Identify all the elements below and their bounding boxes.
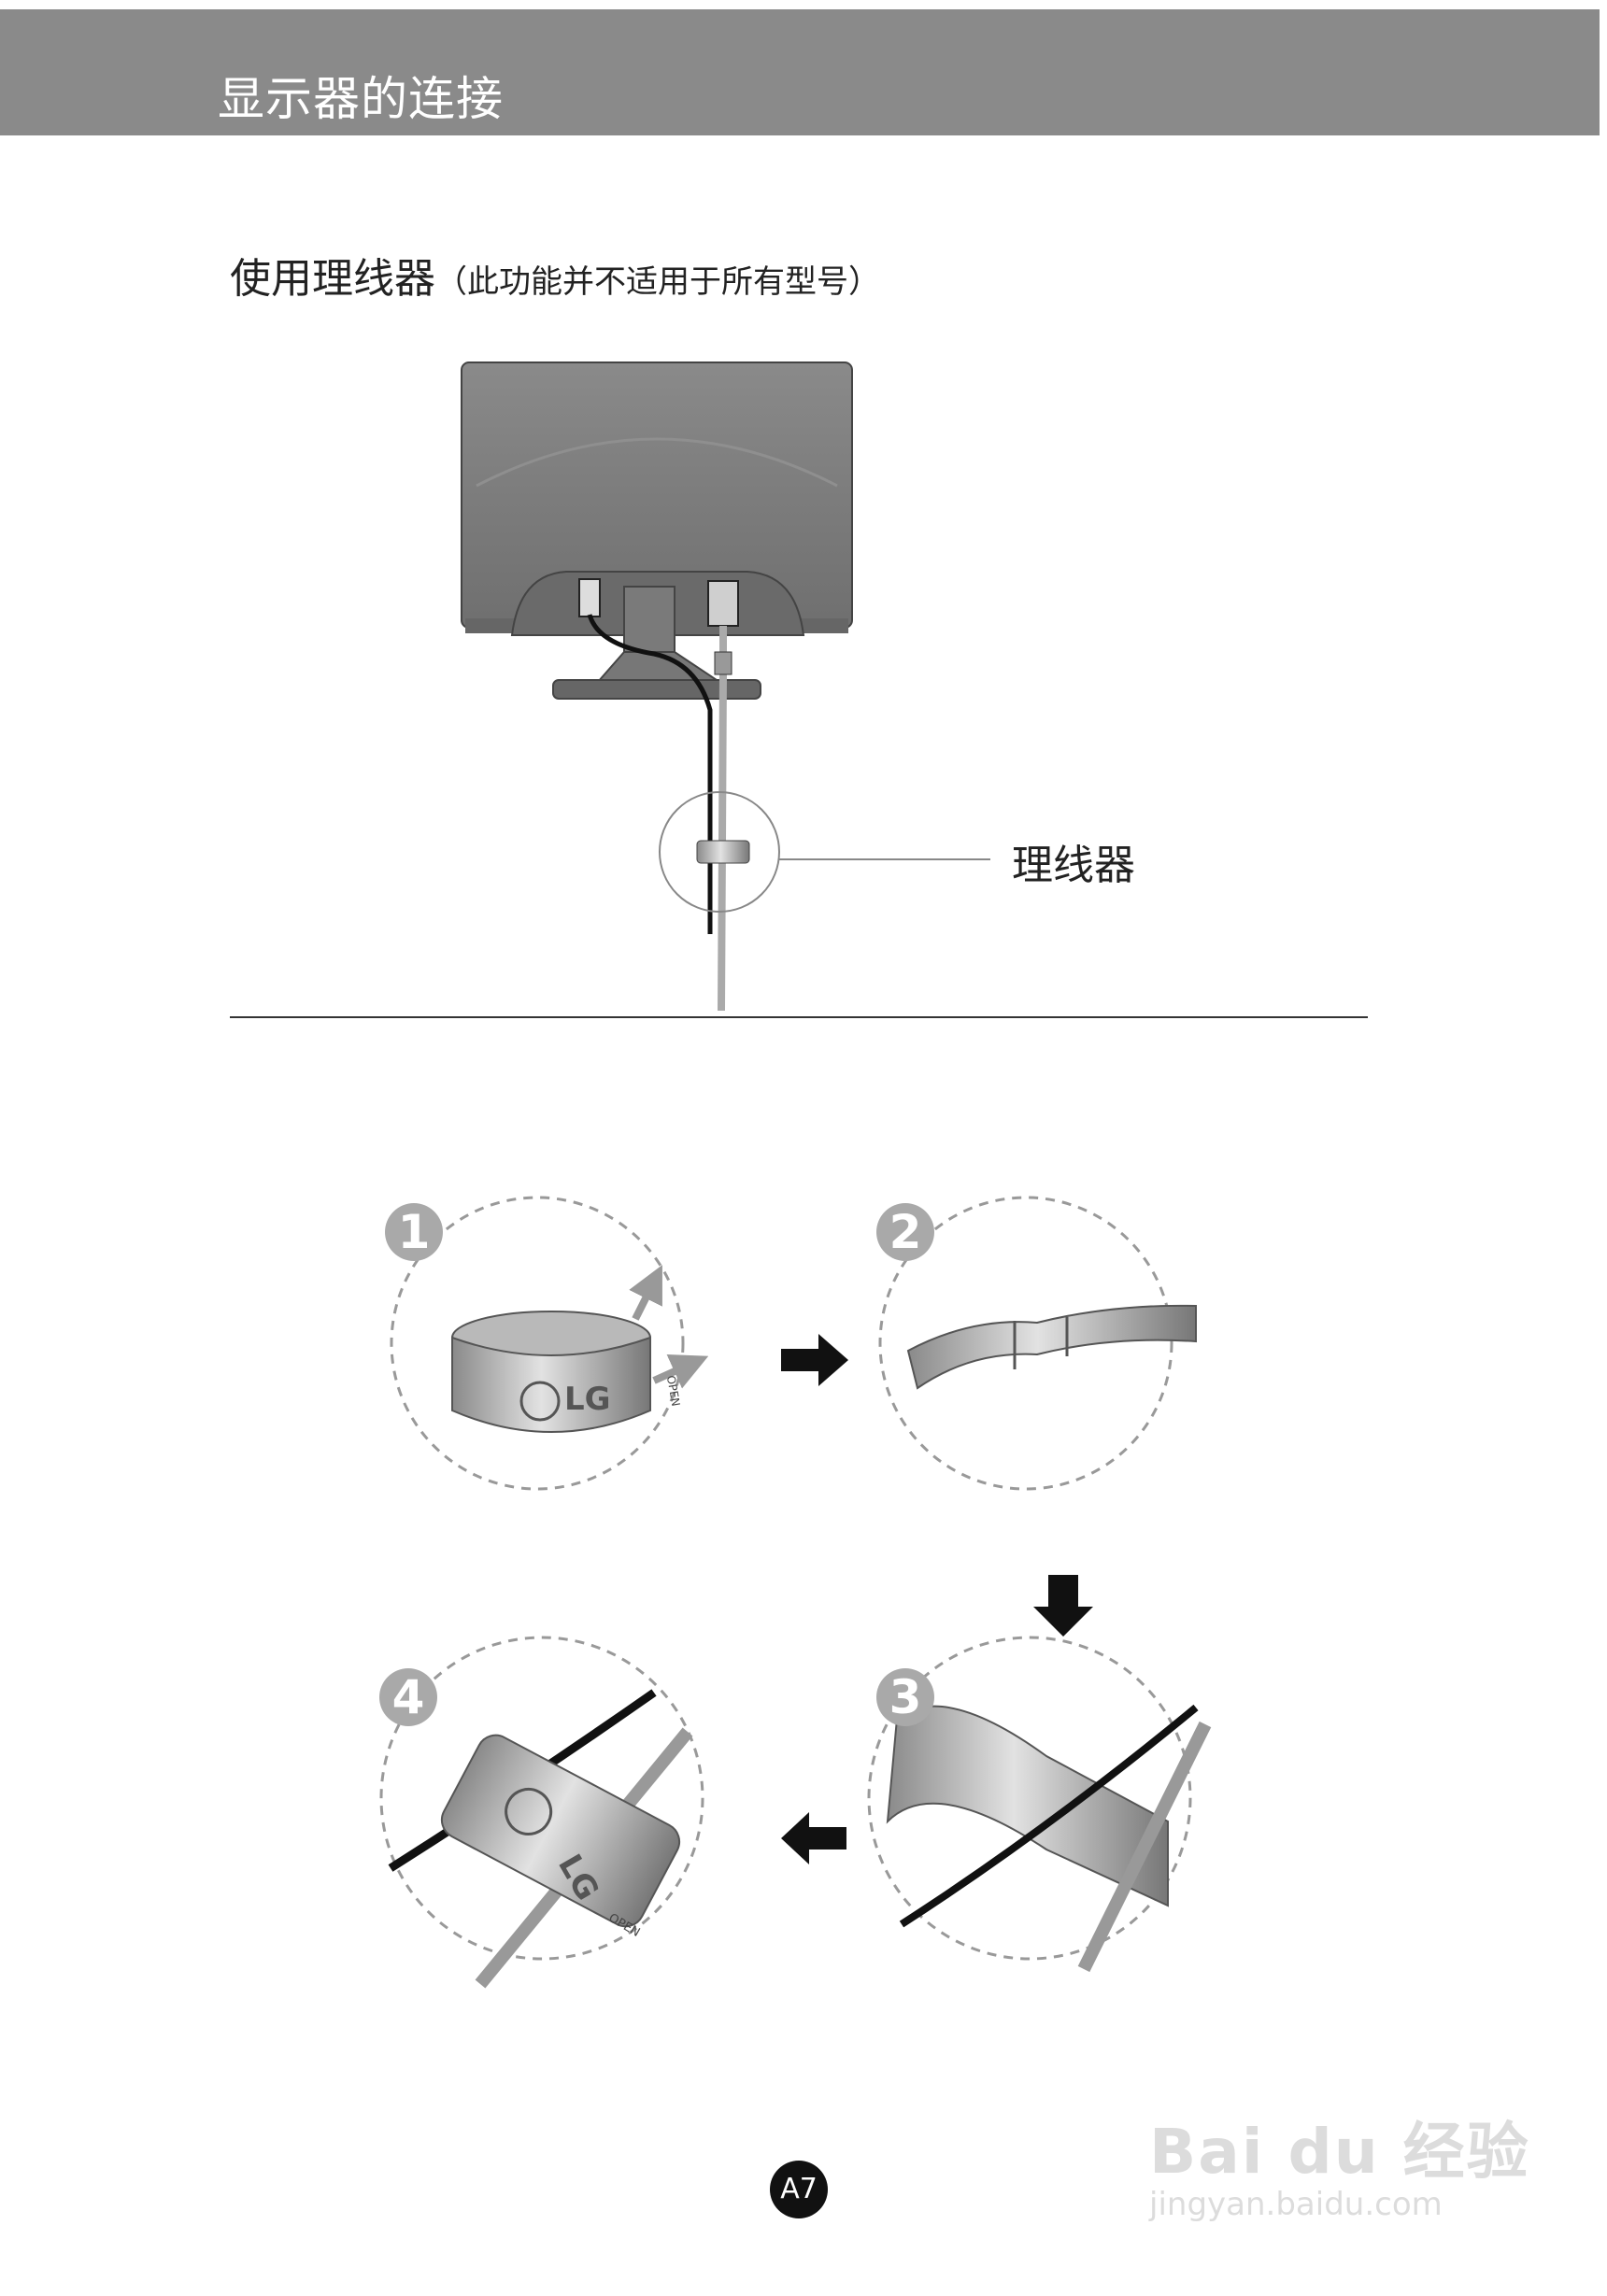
watermark-logo: Bai du 经验 — [1149, 2102, 1530, 2191]
step-4-badge: 4 — [379, 1668, 437, 1726]
section-divider — [230, 1016, 1368, 1018]
cable-holder-label: 理线器 — [1012, 831, 1135, 891]
step-2-badge: 2 — [876, 1203, 934, 1261]
monitor-back-illustration — [462, 362, 852, 1011]
watermark-url: jingyan.baidu.com — [1149, 2186, 1443, 2223]
arrow-right-icon — [781, 1334, 848, 1386]
step-1-badge: 1 — [385, 1203, 443, 1261]
clip-brand-text-1: LG — [564, 1381, 611, 1418]
arrow-left-icon — [781, 1812, 846, 1864]
step-3-badge: 3 — [876, 1668, 934, 1726]
arrow-down-icon — [1033, 1575, 1093, 1637]
page-number-badge: A7 — [770, 2161, 828, 2218]
